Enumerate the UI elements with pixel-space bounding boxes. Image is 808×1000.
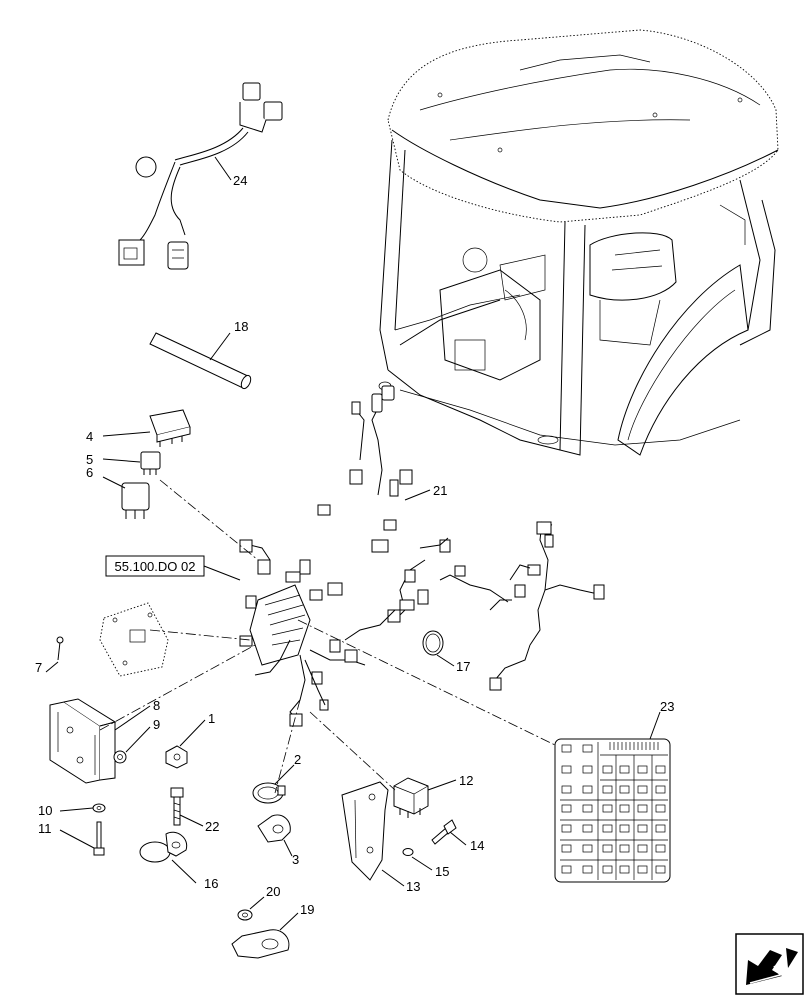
callout-19: 19 xyxy=(300,902,314,917)
part-12-relay xyxy=(393,777,429,818)
callout-4: 4 xyxy=(86,429,93,444)
part-23-fuse-label-decal xyxy=(554,738,671,883)
callout-24: 24 xyxy=(233,173,247,188)
part-9-nut xyxy=(113,750,127,764)
callout-3: 3 xyxy=(292,852,299,867)
callout-10: 10 xyxy=(38,803,52,818)
callout-20: 20 xyxy=(266,884,280,899)
callout-9: 9 xyxy=(153,717,160,732)
callout-21: 21 xyxy=(433,483,447,498)
part-4-relay xyxy=(149,409,191,447)
callout-16: 16 xyxy=(204,876,218,891)
part-10-washer xyxy=(92,803,106,813)
callout-5: 5 xyxy=(86,452,93,467)
part-8-mounting-bracket xyxy=(49,698,117,784)
part-2-hose-clamp xyxy=(252,782,286,804)
callout-14: 14 xyxy=(470,838,484,853)
part-15-washer xyxy=(402,848,414,856)
part-5-relay xyxy=(140,451,161,475)
callout-6: 6 xyxy=(86,465,93,480)
part-14-screw xyxy=(431,819,457,845)
callout-1: 1 xyxy=(208,711,215,726)
part-7-fuse-panel xyxy=(56,602,169,677)
callout-17: 17 xyxy=(456,659,470,674)
callout-22: 22 xyxy=(205,819,219,834)
callout-2: 2 xyxy=(294,752,301,767)
part-17-grommet xyxy=(422,630,444,656)
part-1-nut xyxy=(165,745,188,769)
part-18-conduit-sleeve xyxy=(149,332,252,390)
callout-13: 13 xyxy=(406,879,420,894)
callout-23: 23 xyxy=(660,699,674,714)
callout-7: 7 xyxy=(35,660,42,675)
part-19-strap-clip xyxy=(231,929,290,959)
next-page-arrow-icon[interactable] xyxy=(735,933,804,995)
part-13-mounting-plate xyxy=(341,781,389,881)
callout-8: 8 xyxy=(153,698,160,713)
callout-11: 11 xyxy=(38,821,52,836)
part-11-bolt xyxy=(93,821,105,856)
tractor-cab xyxy=(378,29,779,456)
part-20-washer xyxy=(237,909,253,921)
callout-15: 15 xyxy=(435,864,449,879)
part-6-relay xyxy=(121,482,150,519)
part-24-switch-harness xyxy=(118,82,283,270)
part-22-bolt xyxy=(170,787,184,826)
dash-dot-leaders xyxy=(99,479,556,794)
callout-12: 12 xyxy=(459,773,473,788)
callout-18: 18 xyxy=(234,319,248,334)
part-16-cable-clamp xyxy=(139,831,188,863)
part-21-main-wiring-harness xyxy=(227,385,605,727)
reference-box-label[interactable]: 55.100.DO 02 xyxy=(115,559,196,574)
part-3-p-clip xyxy=(257,814,291,843)
